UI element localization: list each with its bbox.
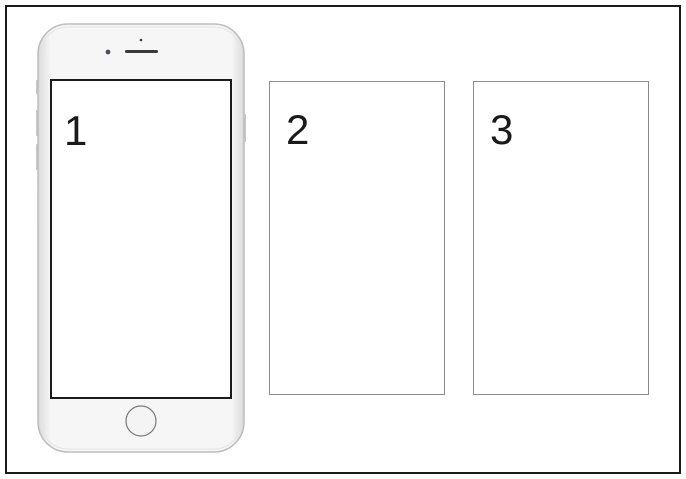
front-camera-icon (106, 50, 111, 55)
earpiece-speaker (125, 50, 158, 53)
screen-label-3: 3 (490, 109, 513, 151)
screen-frame-2: 2 (269, 81, 445, 395)
screen-label-1: 1 (64, 110, 87, 152)
screen-frame-3: 3 (473, 81, 649, 395)
screen-label-2: 2 (286, 109, 309, 151)
sensor-dot (140, 39, 143, 42)
home-button-icon (126, 406, 156, 436)
phone-mockup (30, 22, 252, 454)
